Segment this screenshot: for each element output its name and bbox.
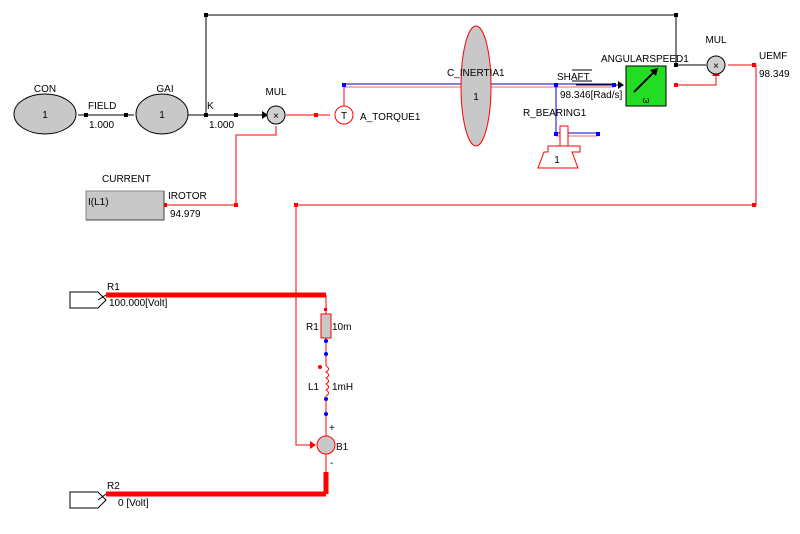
port-r2[interactable]: R2 0 [Volt]	[69, 481, 149, 509]
circuit-nodes	[318, 308, 328, 481]
field-label: FIELD	[88, 101, 116, 112]
inductor-label: L1	[308, 382, 320, 393]
bearing-label: R_BEARING1	[523, 108, 587, 119]
shaft-value: 98.346[Rad/s]	[560, 90, 622, 101]
resistor-value: 10m	[332, 322, 351, 333]
source-minus: -	[330, 458, 333, 469]
source-label: B1	[336, 442, 349, 453]
inductor-value: 1mH	[332, 382, 353, 393]
angularspeed-label: ANGULARSPEED1	[601, 54, 689, 65]
gai-title: GAI	[156, 84, 173, 95]
uemf-value: 98.349	[759, 69, 790, 80]
k-value: 1.000	[209, 120, 234, 131]
port-r1[interactable]: R1 100.000[Volt]	[69, 282, 168, 309]
signal-junctions	[84, 13, 678, 117]
bearing-value: 1	[554, 155, 560, 166]
gai-block[interactable]: GAI 1	[135, 84, 189, 135]
port-r2-value: 0 [Volt]	[118, 498, 149, 509]
arrow-into-sensor	[618, 81, 624, 89]
arrow-into-mul1	[262, 111, 268, 119]
inertia-value: 1	[473, 92, 479, 103]
shaft-label: SHAFT	[557, 72, 590, 83]
inductor-l1[interactable]: L1 1mH	[308, 365, 353, 397]
inertia-label: C_INERTIA1	[447, 68, 505, 79]
current-title: CURRENT	[102, 174, 151, 185]
bearing-block[interactable]: 1	[537, 125, 581, 169]
current-block[interactable]: I(L1)	[85, 190, 165, 221]
uemf-label: UEMF	[759, 51, 787, 62]
irotor-value: 94.979	[170, 209, 201, 220]
mul1-block[interactable]: × MUL	[265, 87, 287, 125]
power-wires	[106, 292, 329, 497]
angularspeed-symbol: ω	[642, 95, 649, 105]
source-plus: +	[329, 423, 335, 434]
port-r2-label: R2	[107, 481, 120, 492]
inertia-block[interactable]: 1	[460, 25, 492, 147]
resistor-label: R1	[306, 322, 319, 333]
angularspeed-block[interactable]: ω	[625, 65, 667, 107]
red-wires	[165, 64, 757, 446]
mul1-symbol: ×	[273, 111, 279, 122]
gai-value: 1	[159, 110, 165, 121]
field-value: 1.000	[89, 120, 114, 131]
red-junctions	[163, 63, 756, 207]
con-title: CON	[34, 84, 56, 95]
irotor-label: IROTOR	[168, 191, 207, 202]
arrow-into-source	[310, 441, 316, 449]
mul2-symbol: ×	[713, 61, 719, 72]
torque-block[interactable]: T	[334, 105, 354, 125]
con-block[interactable]: CON 1	[13, 84, 77, 135]
resistor-r1[interactable]: R1 10m	[306, 313, 351, 339]
port-r1-value: 100.000[Volt]	[109, 298, 168, 309]
k-label: K	[207, 101, 214, 112]
mul1-title: MUL	[265, 87, 287, 98]
torque-label: A_TORQUE1	[360, 112, 421, 123]
source-b1[interactable]: B1 + -	[316, 423, 349, 469]
current-expr: I(L1)	[88, 197, 109, 208]
con-value: 1	[42, 110, 48, 121]
torque-symbol: T	[341, 111, 347, 122]
port-r1-label: R1	[107, 282, 120, 293]
mul2-title: MUL	[705, 35, 727, 46]
mul2-block[interactable]: × MUL	[705, 35, 727, 75]
